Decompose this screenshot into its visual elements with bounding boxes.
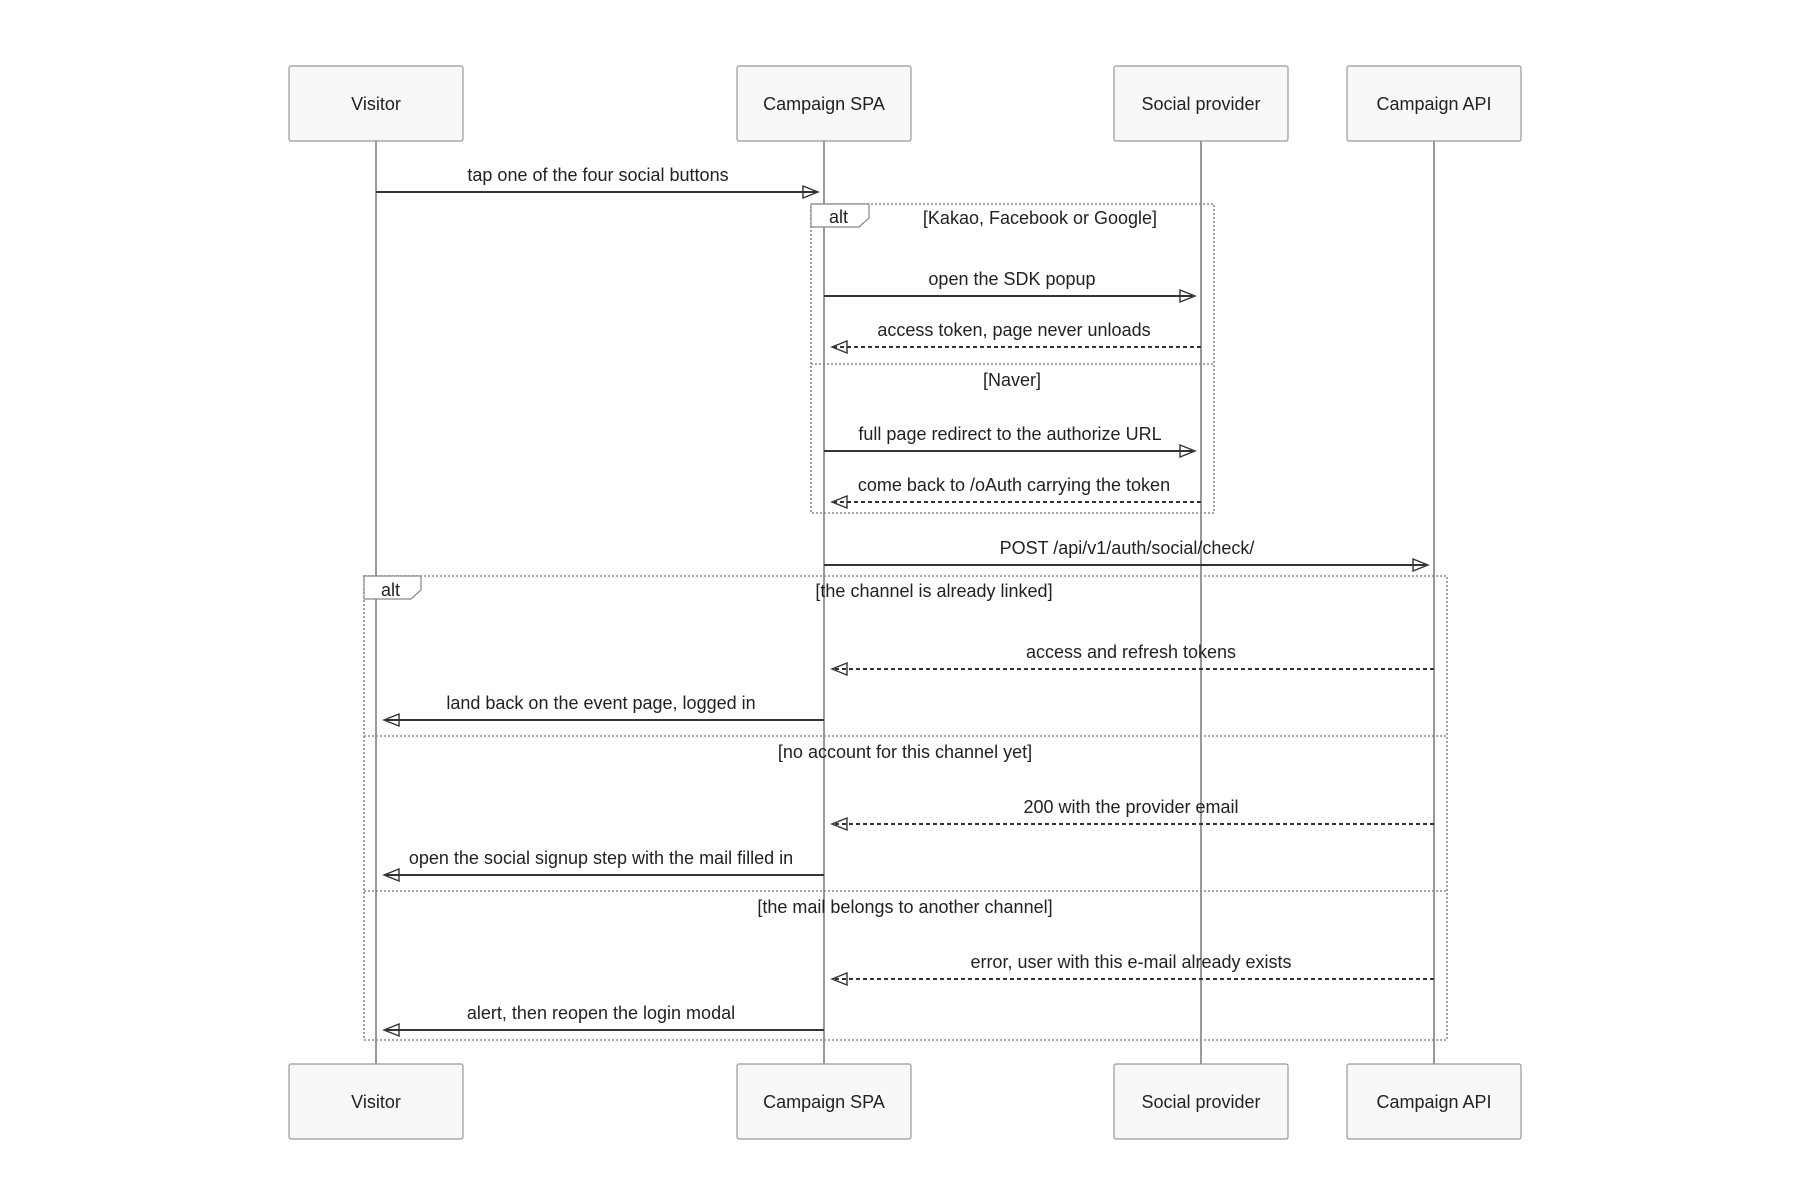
message-label: access and refresh tokens <box>1026 642 1236 662</box>
message-alert-reopen-login: alert, then reopen the login modal <box>382 1003 824 1038</box>
message-label: POST /api/v1/auth/social/check/ <box>1000 538 1255 558</box>
message-post-social-check: POST /api/v1/auth/social/check/ <box>824 538 1430 573</box>
alt-condition-label: [Kakao, Facebook or Google] <box>923 208 1157 228</box>
actor-campaign-api-top: Campaign API <box>1346 65 1522 142</box>
alt-frame-check-result: alt [the channel is already linked] [no … <box>363 575 1448 1041</box>
actor-campaign-spa-bottom: Campaign SPA <box>736 1063 912 1140</box>
message-access-token: access token, page never unloads <box>830 320 1201 355</box>
message-open-sdk-popup: open the SDK popup <box>824 269 1197 304</box>
message-label: access token, page never unloads <box>877 320 1150 340</box>
message-full-page-redirect: full page redirect to the authorize URL <box>824 424 1197 459</box>
message-label: open the SDK popup <box>928 269 1095 289</box>
actor-label: Campaign SPA <box>763 1092 885 1112</box>
message-land-back-logged-in: land back on the event page, logged in <box>382 693 824 728</box>
message-error-email-exists: error, user with this e-mail already exi… <box>830 952 1434 987</box>
alt-condition-label: [the mail belongs to another channel] <box>757 897 1052 917</box>
actor-label: Social provider <box>1141 1092 1260 1112</box>
message-label: open the social signup step with the mai… <box>409 848 793 868</box>
actor-label: Campaign API <box>1376 1092 1491 1112</box>
actor-label: Visitor <box>351 94 401 114</box>
messages: tap one of the four social buttons open … <box>376 165 1434 1038</box>
message-open-social-signup: open the social signup step with the mai… <box>382 848 824 883</box>
alt-frame-keyword: alt <box>829 207 848 227</box>
actor-campaign-api-bottom: Campaign API <box>1346 1063 1522 1140</box>
message-label: alert, then reopen the login modal <box>467 1003 735 1023</box>
actor-social-provider-bottom: Social provider <box>1113 1063 1289 1140</box>
alt-frame-tab <box>810 203 870 228</box>
actor-label: Visitor <box>351 1092 401 1112</box>
alt-condition-label: [the channel is already linked] <box>815 581 1052 601</box>
lifelines <box>375 141 1435 1064</box>
actor-visitor-top: Visitor <box>288 65 464 142</box>
actor-campaign-spa-top: Campaign SPA <box>736 65 912 142</box>
message-label: 200 with the provider email <box>1023 797 1238 817</box>
message-tap-social-button: tap one of the four social buttons <box>376 165 820 200</box>
alt-condition-label: [no account for this channel yet] <box>778 742 1032 762</box>
message-label: land back on the event page, logged in <box>446 693 755 713</box>
message-label: error, user with this e-mail already exi… <box>970 952 1291 972</box>
alt-frame-tab <box>363 575 422 600</box>
actors-bottom: Visitor Campaign SPA Social provider Cam… <box>288 1063 1522 1140</box>
alt-condition-label: [Naver] <box>983 370 1041 390</box>
actor-visitor-bottom: Visitor <box>288 1063 464 1140</box>
actor-label: Social provider <box>1141 94 1260 114</box>
alt-frame-login-method: alt [Kakao, Facebook or Google] [Naver] <box>810 203 1215 514</box>
message-come-back-oauth: come back to /oAuth carrying the token <box>830 475 1201 510</box>
actor-label: Campaign SPA <box>763 94 885 114</box>
alt-frame-keyword: alt <box>381 580 400 600</box>
message-access-refresh-tokens: access and refresh tokens <box>830 642 1434 677</box>
actor-social-provider-top: Social provider <box>1113 65 1289 142</box>
message-label: full page redirect to the authorize URL <box>858 424 1161 444</box>
actor-label: Campaign API <box>1376 94 1491 114</box>
actors-top: Visitor Campaign SPA Social provider Cam… <box>288 65 1522 142</box>
message-200-provider-email: 200 with the provider email <box>830 797 1434 832</box>
message-label: come back to /oAuth carrying the token <box>858 475 1170 495</box>
message-label: tap one of the four social buttons <box>467 165 728 185</box>
